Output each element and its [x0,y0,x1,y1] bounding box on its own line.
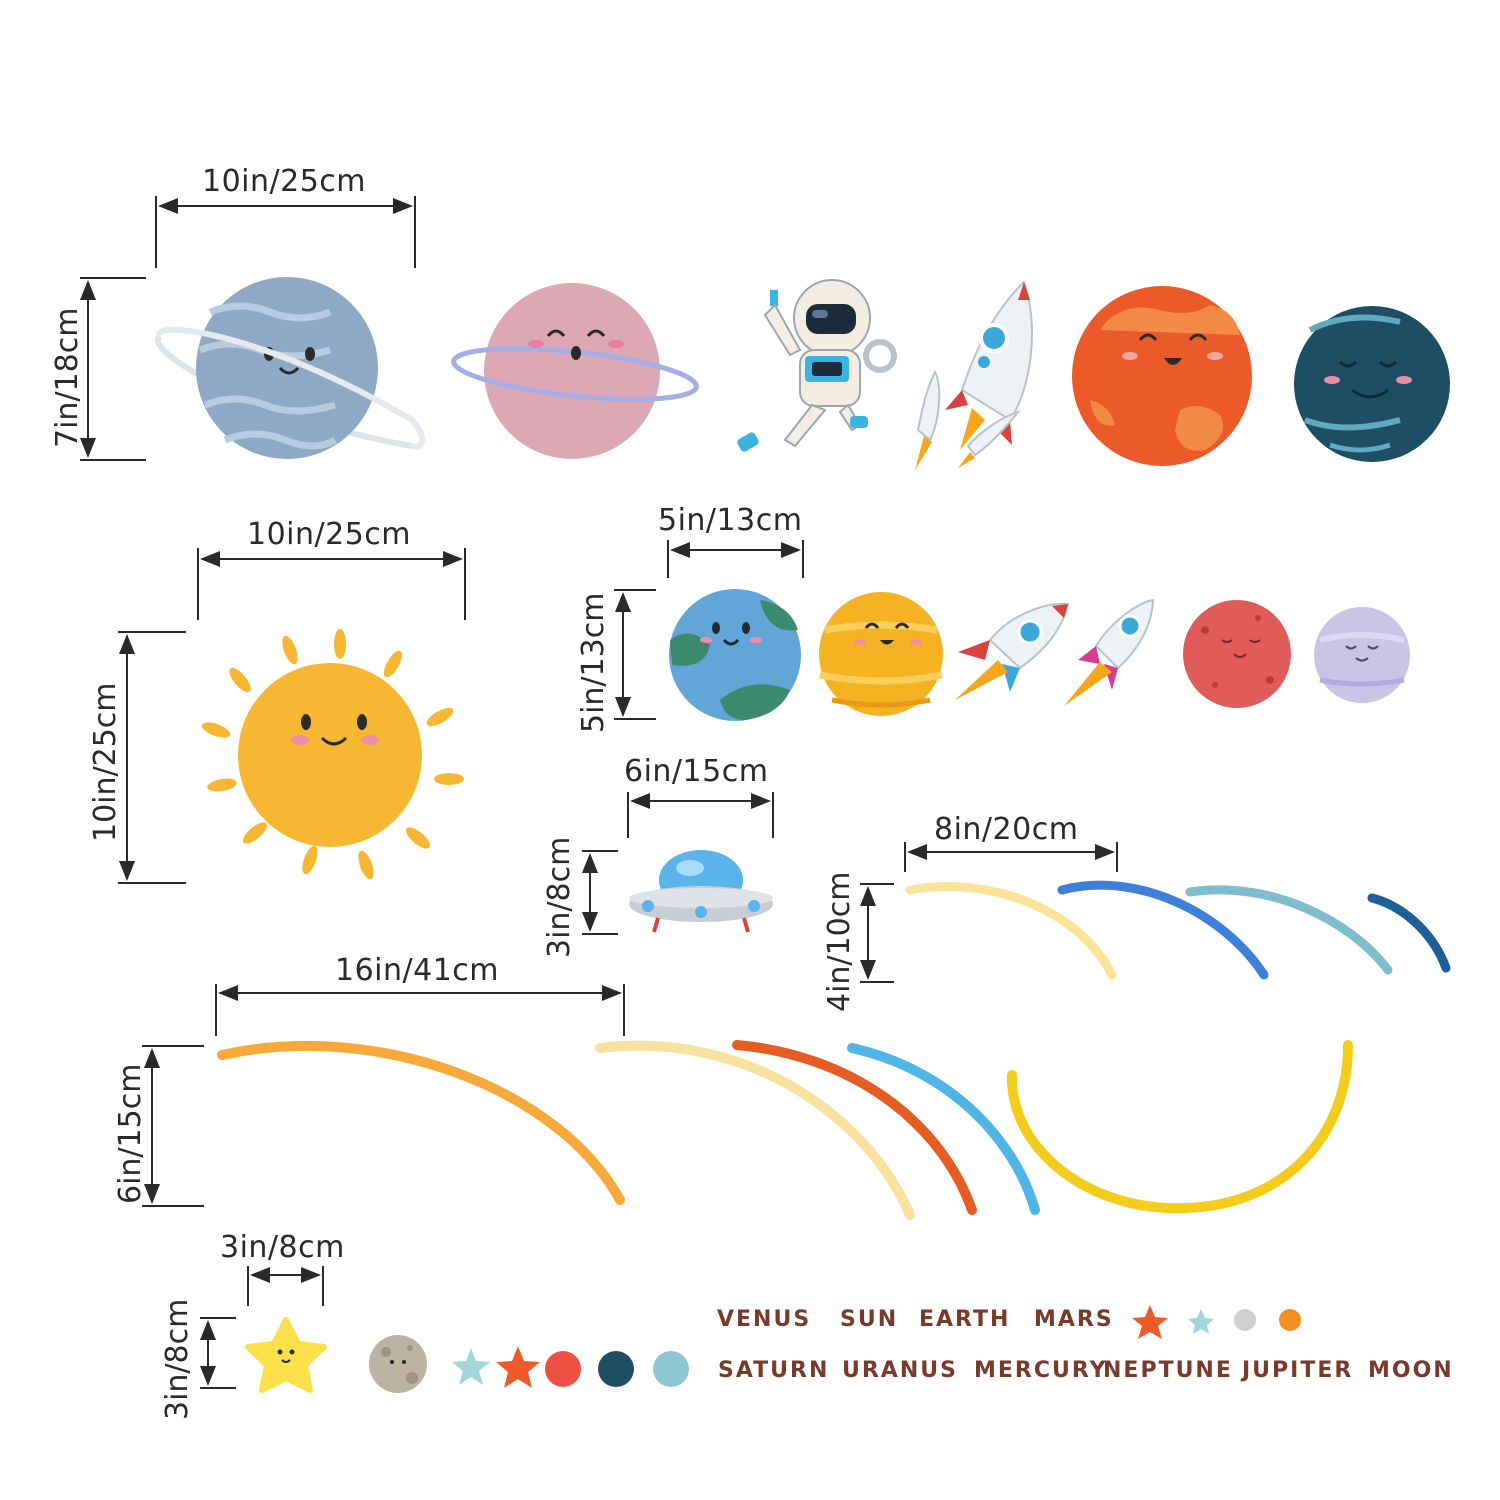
label-mercury: MERCURY [974,1358,1108,1383]
label-mars: MARS [1034,1307,1114,1332]
astronaut-sticker [737,279,897,452]
label-grey-dot [1234,1309,1256,1331]
pink-planet-sticker [451,283,699,459]
label-saturn: SATURN [718,1358,830,1383]
sun-sticker [201,629,464,880]
light-blue-dot-sticker [653,1351,689,1387]
star-face-sticker [245,1317,327,1393]
dimension-lines [80,196,1118,1389]
ufo-sticker [629,850,773,933]
jupiter-planet-sticker [819,592,943,716]
top-planet-width-label: 10in/25cm [202,164,367,199]
long-arc-height-label: 6in/15cm [113,1063,148,1204]
earth-planet-sticker [669,589,801,721]
label-earth: EARTH [919,1307,1011,1332]
label-jupiter: JUPITER [1242,1358,1354,1383]
neptune-planet-sticker [1294,306,1450,462]
long-arc-width-label: 16in/41cm [335,953,500,988]
uranus-planet-sticker [154,277,426,459]
long-orbit-arcs [217,1040,1353,1220]
sun-width-label: 10in/25cm [247,517,412,552]
short-orbit-arcs [905,880,1451,980]
navy-dot-sticker [598,1351,634,1387]
label-venus: VENUS [717,1307,812,1332]
orange-star-sticker [496,1346,540,1388]
label-orange-star [1132,1305,1168,1339]
red-dot-sticker [545,1351,581,1387]
label-orange-dot [1279,1309,1301,1331]
rockets-sticker [915,280,1033,470]
star-width-label: 3in/8cm [220,1230,345,1265]
teal-star-sticker [452,1348,490,1385]
sun-height-label: 10in/25cm [88,682,123,842]
short-arc-height-label: 4in/10cm [822,871,857,1012]
small-rocket-sticker-2 [1064,598,1155,706]
small-planet-height-label: 5in/13cm [576,592,611,733]
lavender-planet-sticker [1314,607,1410,703]
moon-sticker [369,1335,427,1393]
star-height-label: 3in/8cm [160,1298,195,1420]
ufo-height-label: 3in/8cm [542,836,577,958]
label-moon: MOON [1368,1358,1454,1383]
small-rocket-sticker-1 [955,602,1070,700]
label-teal-star [1188,1309,1214,1334]
label-uranus: URANUS [842,1358,958,1383]
short-arc-width-label: 8in/20cm [934,812,1079,847]
label-neptune: NEPTUNE [1103,1358,1233,1383]
label-sun: SUN [840,1307,899,1332]
small-planet-width-label: 5in/13cm [658,503,803,538]
ufo-width-label: 6in/15cm [624,754,769,789]
mars-planet-sticker [1072,286,1252,466]
red-planet-sticker [1183,600,1291,708]
top-planet-height-label: 7in/18cm [50,307,85,448]
